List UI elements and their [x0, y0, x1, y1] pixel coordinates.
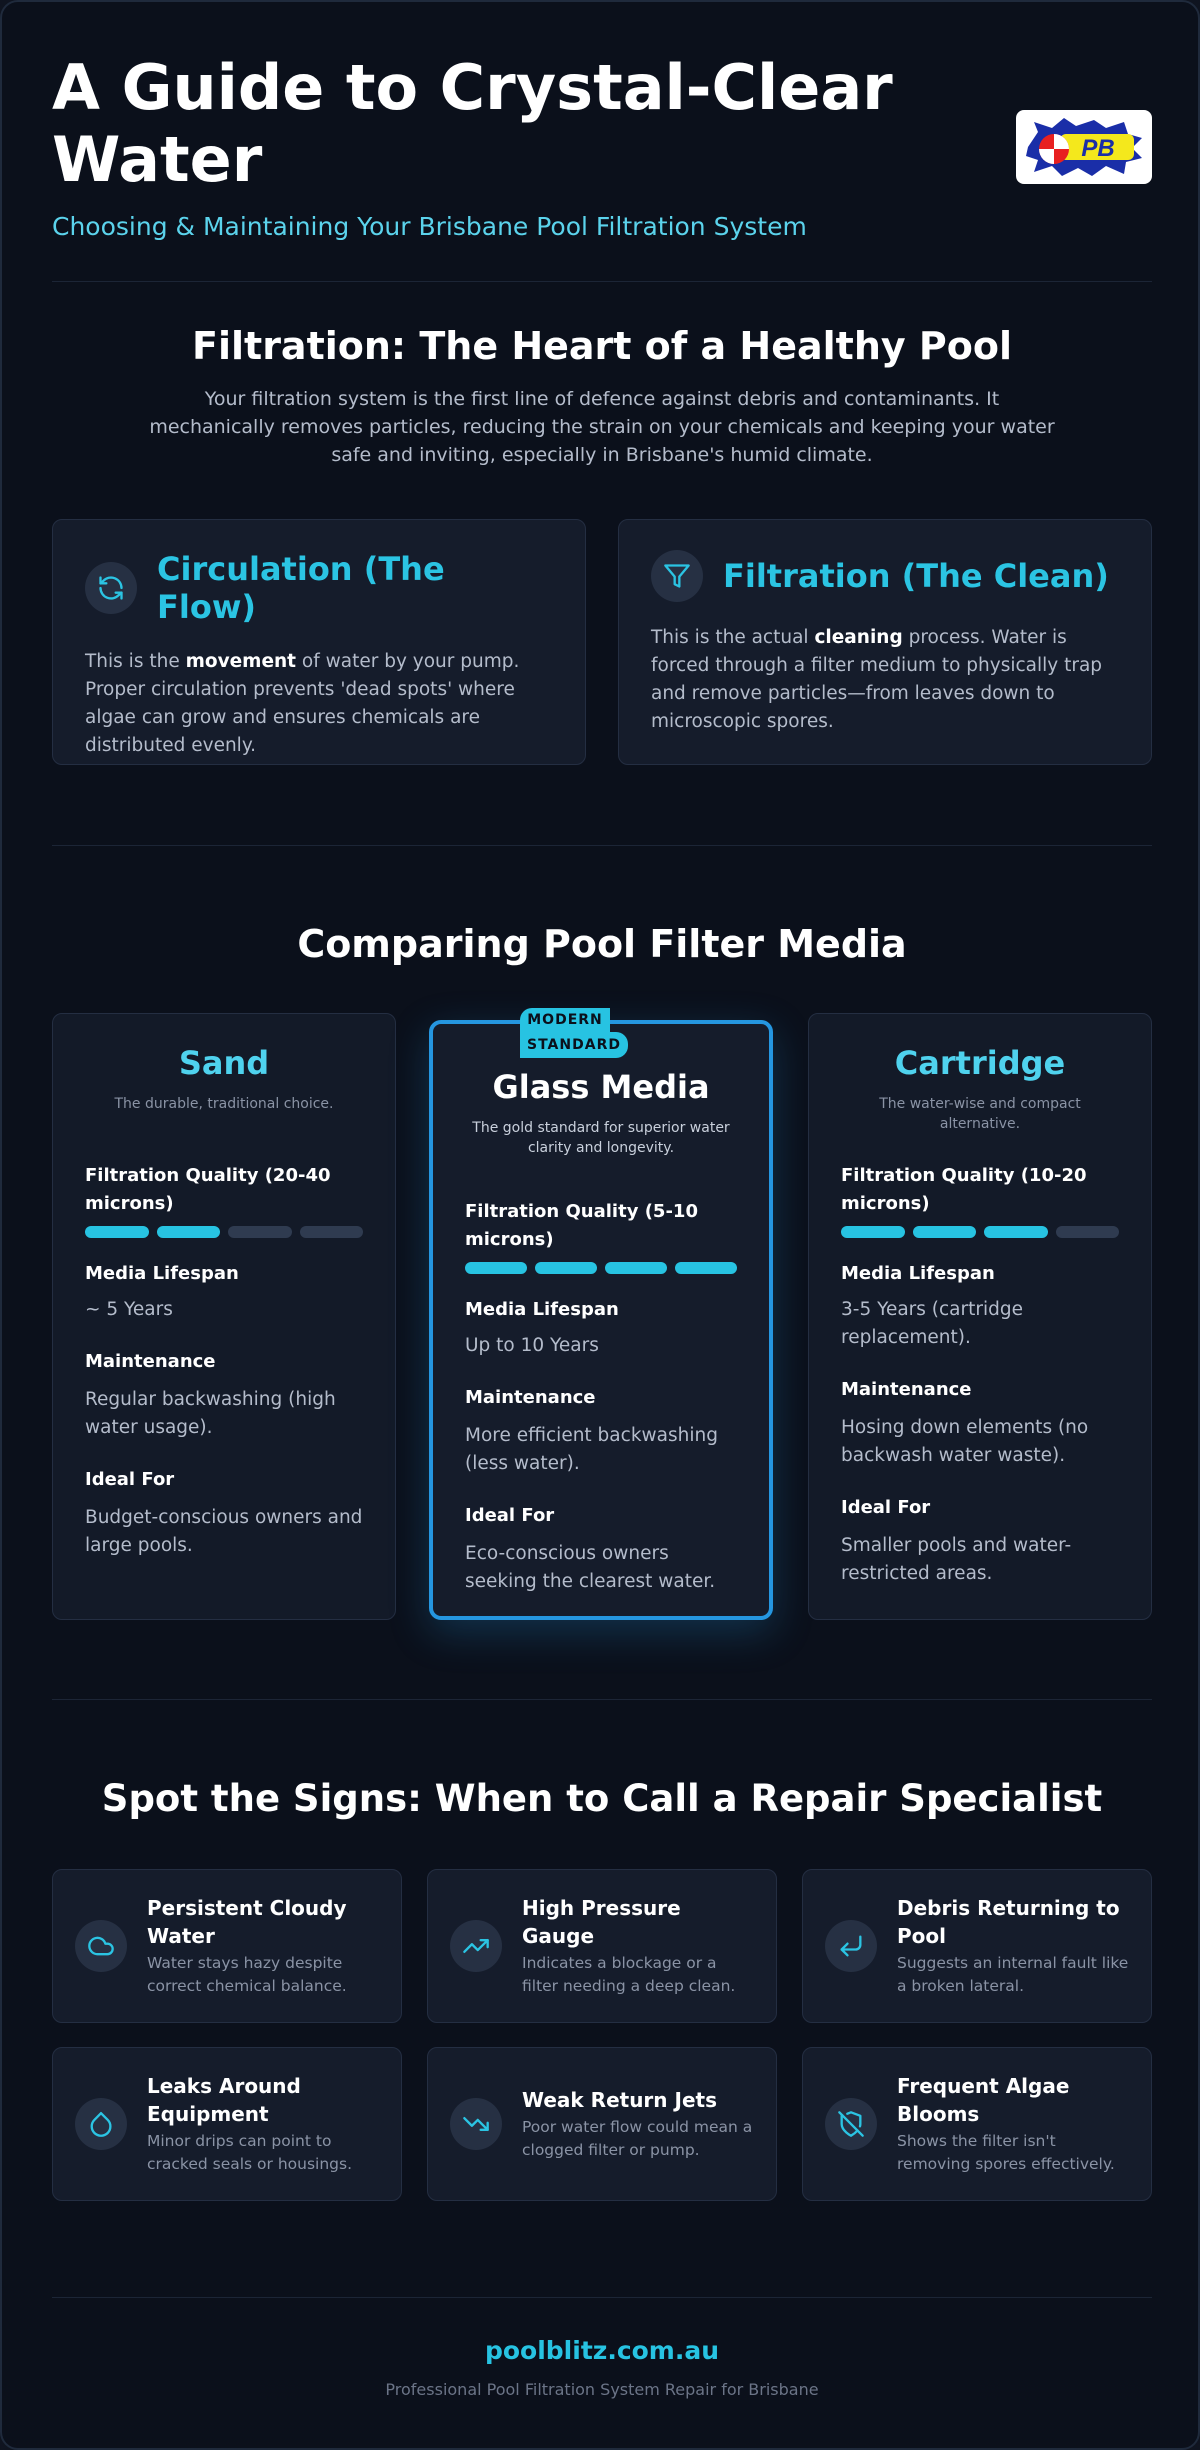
maintenance-value: More efficient backwashing (less water). — [465, 1425, 718, 1474]
media-tagline: The gold standard for superior water cla… — [472, 1120, 730, 1156]
quality-bar-segment — [535, 1262, 597, 1274]
filtration-title: Filtration: The Heart of a Healthy Pool — [192, 324, 1012, 368]
lifespan-value: ~ 5 Years — [85, 1299, 173, 1320]
circulation-title: Circulation (The Flow) — [157, 550, 445, 626]
maintenance-label: Maintenance — [85, 1351, 216, 1372]
sign-desc: Shows the filter isn't removing spores e… — [897, 2132, 1115, 2173]
divider — [52, 2297, 1152, 2298]
ideal-value: Budget-conscious owners and large pools. — [85, 1507, 363, 1556]
sign-desc: Poor water flow could mean a clogged fil… — [522, 2118, 753, 2159]
signs-title: Spot the Signs: When to Call a Repair Sp… — [101, 1777, 1103, 1820]
filtration-card-text: This is the actual cleaning process. Wat… — [651, 627, 1103, 732]
poolblitz-logo[interactable]: PB — [1016, 110, 1152, 184]
divider — [52, 281, 1152, 282]
maintenance-value: Regular backwashing (high water usage). — [85, 1389, 336, 1438]
sign-desc: Minor drips can point to cracked seals o… — [147, 2132, 353, 2173]
quality-bar-segment — [675, 1262, 737, 1274]
sign-desc: Water stays hazy despite correct chemica… — [147, 1954, 347, 1995]
quality-label: Filtration Quality (20-40 microns) — [85, 1165, 331, 1214]
svg-text:PB: PB — [1081, 135, 1114, 162]
footer-website-link[interactable]: poolblitz.com.au — [484, 2336, 720, 2365]
lifespan-label: Media Lifespan — [85, 1263, 239, 1284]
circulation-text: This is the movement of water by your pu… — [85, 651, 520, 756]
lifespan-value: Up to 10 Years — [465, 1335, 599, 1356]
quality-bar-segment — [299, 1226, 363, 1238]
page-title: A Guide to Crystal-Clear Water — [52, 51, 893, 196]
quality-label: Filtration Quality (10-20 microns) — [841, 1165, 1087, 1214]
sign-card: Persistent Cloudy Water Water stays hazy… — [52, 1869, 402, 2023]
quality-bar-segment — [984, 1226, 1048, 1238]
ideal-value: Eco-conscious owners seeking the cleares… — [465, 1543, 716, 1592]
refresh-icon — [85, 562, 137, 614]
sign-title: Weak Return Jets — [522, 2088, 717, 2112]
header: A Guide to Crystal-Clear Water Choosing … — [52, 52, 1152, 252]
cloud-icon — [75, 1920, 127, 1972]
quality-bar-segment — [1055, 1226, 1119, 1238]
quality-bar-segment — [912, 1226, 976, 1238]
sign-title: Leaks Around Equipment — [147, 2074, 301, 2126]
modern-standard-badge: MODERN STANDARD — [520, 1008, 628, 1058]
divider — [52, 1699, 1152, 1700]
media-card-glass: MODERN STANDARD Glass Media The gold sta… — [429, 1008, 773, 1620]
sign-card: Frequent Algae Blooms Shows the filter i… — [802, 2047, 1152, 2201]
quality-label: Filtration Quality (5-10 microns) — [465, 1201, 698, 1250]
quality-bars — [841, 1226, 1119, 1238]
sign-card: Weak Return Jets Poor water flow could m… — [427, 2047, 777, 2201]
sign-desc: Suggests an internal fault like a broken… — [897, 1954, 1129, 1995]
ideal-label: Ideal For — [841, 1497, 931, 1518]
page-subtitle: Choosing & Maintaining Your Brisbane Poo… — [52, 212, 807, 241]
comparison-title: Comparing Pool Filter Media — [297, 922, 907, 966]
ideal-label: Ideal For — [85, 1469, 175, 1490]
quality-bars — [465, 1262, 737, 1274]
media-name: Sand — [178, 1044, 270, 1082]
filtration-card: Filtration (The Clean) This is the actua… — [618, 519, 1152, 765]
circulation-card: Circulation (The Flow) This is the movem… — [52, 519, 586, 765]
footer-tagline: Professional Pool Filtration System Repa… — [385, 2380, 819, 2399]
lifespan-label: Media Lifespan — [841, 1263, 995, 1284]
maintenance-label: Maintenance — [841, 1379, 972, 1400]
maintenance-value: Hosing down elements (no backwash water … — [841, 1417, 1089, 1466]
divider — [52, 845, 1152, 846]
logo-icon: PB — [1026, 118, 1142, 176]
sign-title: Debris Returning to Pool — [897, 1896, 1120, 1948]
media-card-cartridge: Cartridge The water-wise and compact alt… — [808, 1013, 1152, 1620]
media-tagline: The water-wise and compact alternative. — [879, 1096, 1081, 1132]
sign-title: Frequent Algae Blooms — [897, 2074, 1070, 2126]
filtration-card-title: Filtration (The Clean) — [723, 557, 1109, 595]
shield-off-icon — [825, 2098, 877, 2150]
quality-bars — [85, 1226, 363, 1238]
maintenance-label: Maintenance — [465, 1387, 596, 1408]
lifespan-label: Media Lifespan — [465, 1299, 619, 1320]
ideal-label: Ideal For — [465, 1505, 555, 1526]
quality-bar-segment — [465, 1262, 527, 1274]
return-arrow-icon — [825, 1920, 877, 1972]
sign-card: High Pressure Gauge Indicates a blockage… — [427, 1869, 777, 2023]
quality-bar-segment — [228, 1226, 292, 1238]
filter-icon — [651, 550, 703, 602]
sign-desc: Indicates a blockage or a filter needing… — [522, 1954, 736, 1995]
ideal-value: Smaller pools and water-restricted areas… — [841, 1535, 1072, 1584]
quality-bar-segment — [841, 1226, 905, 1238]
quality-bar-segment — [156, 1226, 220, 1238]
sign-card: Debris Returning to Pool Suggests an int… — [802, 1869, 1152, 2023]
quality-bar-segment — [85, 1226, 149, 1238]
trending-down-icon — [450, 2098, 502, 2150]
media-card-sand: Sand The durable, traditional choice. Fi… — [52, 1013, 396, 1620]
trending-up-icon — [450, 1920, 502, 1972]
media-tagline: The durable, traditional choice. — [114, 1096, 334, 1112]
filtration-intro: Your filtration system is the first line… — [149, 388, 1055, 466]
media-name: Cartridge — [894, 1044, 1066, 1082]
droplet-icon — [75, 2098, 127, 2150]
quality-bar-segment — [605, 1262, 667, 1274]
lifespan-value: 3-5 Years (cartridge replacement). — [841, 1299, 1023, 1348]
media-name: Glass Media — [492, 1068, 710, 1106]
sign-card: Leaks Around Equipment Minor drips can p… — [52, 2047, 402, 2201]
sign-title: High Pressure Gauge — [522, 1896, 681, 1948]
sign-title: Persistent Cloudy Water — [147, 1896, 347, 1948]
